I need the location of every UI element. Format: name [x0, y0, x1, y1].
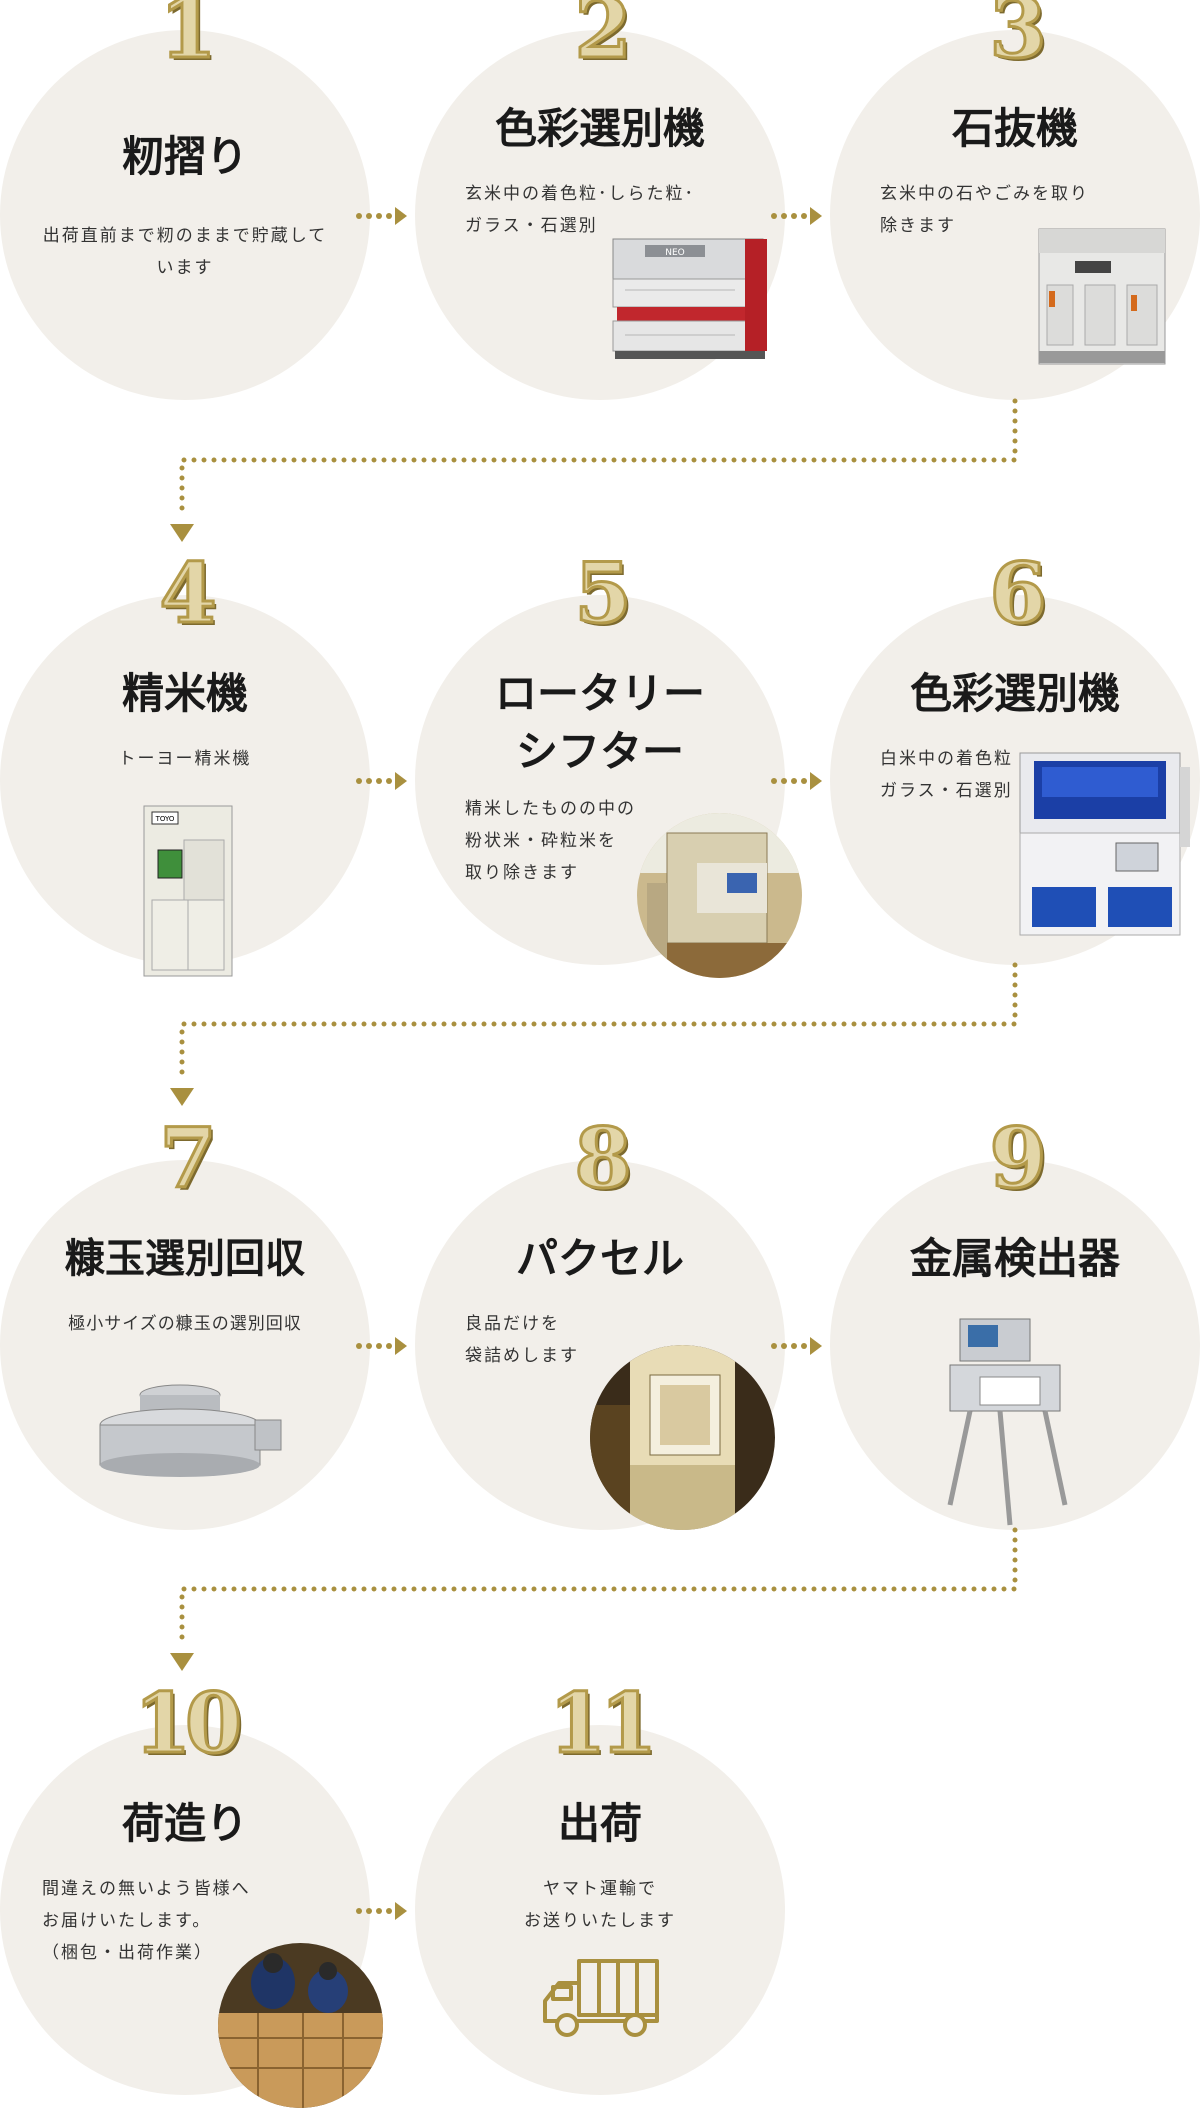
step-6: 6 色彩選別機 白米中の着色粒・ ガラス・石選別 [830, 552, 1200, 965]
packing-work-photo [218, 1943, 383, 2108]
step-number: 3 [988, 0, 1048, 77]
row-connector-arrow-icon [170, 398, 1018, 542]
step-description: 出荷直前まで籾のままで貯蔵して います [42, 226, 328, 278]
step-title: 石抜機 [951, 104, 1078, 153]
arrow-right-icon [771, 207, 822, 225]
step-title-line2: シフター [515, 727, 684, 776]
step-4: 4 精米機 トーヨー精米機 TOYO [0, 552, 370, 977]
step-description: 間違えの無いよう皆様へ お届けいたします。 （梱包・出荷作業） [42, 1879, 251, 1963]
arrow-right-icon [771, 772, 822, 790]
delivery-truck-icon [543, 1959, 659, 2037]
step-number: 10 [132, 1676, 243, 1772]
step-description: 玄米中の石やごみを取り 除きます [880, 184, 1089, 236]
step-number: 1 [158, 0, 218, 77]
step-description: 精米したものの中の 粉状米・砕粒米を 取り除きます [465, 799, 636, 883]
metal-detector-image [947, 1318, 1068, 1526]
step-description: 玄米中の着色粒･しらた粒･ ガラス・石選別 [465, 184, 695, 236]
step-number: 9 [988, 1111, 1048, 1207]
step-9: 9 金属検出器 [830, 1117, 1200, 1530]
bran-ball-separator-image [99, 1384, 282, 1477]
step-number: 7 [158, 1111, 218, 1207]
step-description: トーヨー精米機 [118, 749, 252, 769]
step-title: 金属検出器 [909, 1234, 1120, 1283]
step-2: 2 色彩選別機 玄米中の着色粒･しらた粒･ ガラス・石選別 NEO [415, 0, 785, 400]
step-title: 色彩選別機 [909, 669, 1120, 718]
step-number: 6 [988, 546, 1048, 642]
arrow-right-icon [356, 772, 407, 790]
step-title: 糠玉選別回収 [65, 1235, 305, 1282]
step-number: 4 [158, 546, 218, 642]
step-title: 荷造り [121, 1799, 248, 1848]
arrow-right-icon [356, 207, 407, 225]
step-description: ヤマト運輸で お送りいたします [524, 1879, 676, 1931]
step-1: 1 籾摺り 出荷直前まで籾のままで貯蔵して います [0, 0, 370, 400]
machine-brand-label: NEO [665, 248, 685, 258]
row-connector-arrow-icon [170, 962, 1018, 1106]
step-circle [415, 1725, 785, 2095]
step-number: 5 [573, 546, 633, 642]
step-number: 8 [573, 1111, 633, 1207]
step-number: 11 [547, 1676, 658, 1772]
arrow-right-icon [356, 1902, 407, 1920]
step-10: 10 荷造り 間違えの無いよう皆様へ お届けいたします。 （梱包・出荷作業） [0, 1682, 383, 2108]
step-3: 3 石抜機 玄米中の石やごみを取り 除きます [830, 0, 1200, 400]
step-title: ロータリー [494, 669, 705, 718]
step-title: 精米機 [121, 669, 248, 718]
color-sorter-machine-image: NEO [612, 238, 767, 359]
machine-brand-label: TOYO [155, 815, 175, 823]
rice-polisher-machine-image: TOYO [143, 805, 233, 977]
step-8: 8 パクセル 良品だけを 袋詰めします [415, 1117, 785, 1530]
stone-remover-machine-image [1038, 228, 1166, 365]
step-description: 極小サイズの糠玉の選別回収 [68, 1314, 302, 1334]
step-description: 良品だけを 袋詰めします [465, 1314, 579, 1366]
step-title: 色彩選別機 [494, 104, 705, 153]
color-sorter-machine-image [1019, 752, 1190, 936]
step-number: 2 [573, 0, 633, 77]
step-11: 11 出荷 ヤマト運輸で お送りいたします [415, 1682, 785, 2095]
step-description: 白米中の着色粒・ ガラス・石選別 [880, 749, 1032, 801]
step-7: 7 糠玉選別回収 極小サイズの糠玉の選別回収 [0, 1117, 370, 1530]
step-title: 出荷 [557, 1799, 642, 1848]
bagging-machine-photo [590, 1345, 775, 1530]
row-connector-arrow-icon [170, 1527, 1018, 1671]
arrow-right-icon [356, 1337, 407, 1355]
step-title: パクセル [515, 1234, 684, 1283]
step-5: 5 ロータリー シフター 精米したものの中の 粉状米・砕粒米を 取り除きます [415, 552, 802, 978]
step-circle [0, 30, 370, 400]
rotary-sifter-photo [637, 813, 802, 978]
arrow-right-icon [771, 1337, 822, 1355]
step-title: 籾摺り [121, 132, 248, 181]
